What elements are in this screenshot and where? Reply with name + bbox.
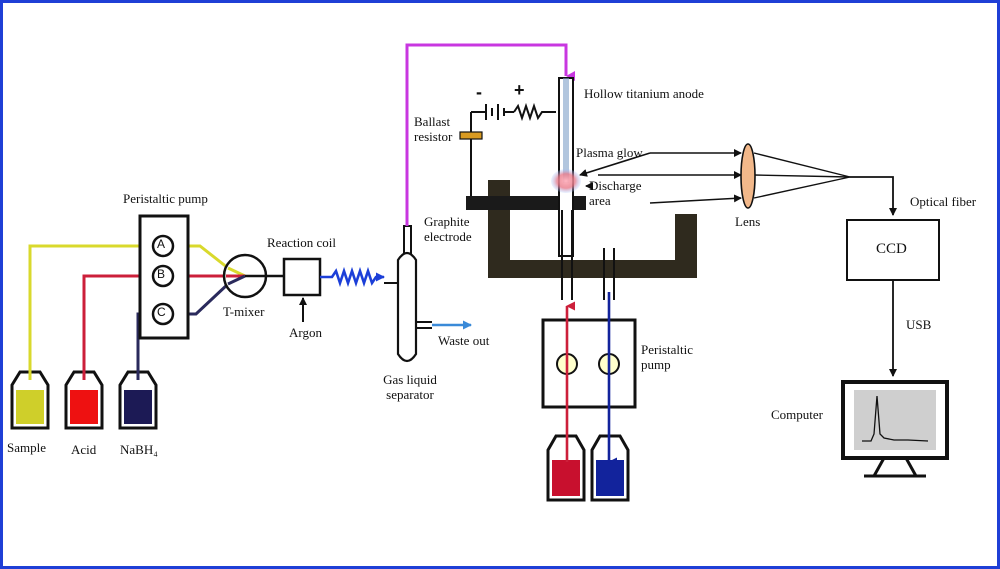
reaction-coil-label: Reaction coil <box>267 235 336 250</box>
minus-sign: - <box>476 82 482 102</box>
plus-sign: + <box>514 80 525 100</box>
reaction-coil <box>320 266 385 288</box>
port-a-label: A <box>157 237 166 251</box>
lens-label: Lens <box>735 214 761 229</box>
ccd-box <box>846 219 940 281</box>
blue-waste-reservoir <box>590 434 630 502</box>
t-mixer-label: T-mixer <box>223 304 265 319</box>
peristaltic-pump-left-label: Peristaltic pump <box>123 191 208 206</box>
red-electrolyte-reservoir <box>546 434 586 502</box>
usb-label: USB <box>906 317 932 332</box>
argon-label: Argon <box>289 325 322 340</box>
optical-fiber-label: Optical fiber <box>910 194 977 209</box>
pump-port-a <box>151 234 175 258</box>
nabh4-reservoir <box>118 370 158 430</box>
lens <box>740 143 756 209</box>
waste-out-label: Waste out <box>438 333 490 348</box>
gas-transfer-line <box>405 43 575 226</box>
port-c-label: C <box>157 305 166 319</box>
plasma-glow <box>551 169 581 193</box>
computer-monitor <box>841 380 949 478</box>
capillary-tubes <box>561 210 615 300</box>
argon-inlet-box <box>282 257 322 297</box>
ccd-label: CCD <box>876 241 907 257</box>
peristaltic-pump-right-label: Peristaltic pump <box>641 342 693 372</box>
power-supply-circuit <box>470 102 556 196</box>
optical-rays <box>598 149 897 216</box>
sample-label: Sample <box>7 440 46 455</box>
gas-liquid-separator <box>384 225 472 363</box>
plasma-glow-arrow <box>579 152 651 177</box>
t-mixer <box>222 253 268 299</box>
pump-port-c <box>151 302 175 326</box>
ballast-resistor <box>459 131 483 140</box>
graphite-electrode-label: Graphite electrode <box>424 214 472 244</box>
acid-reservoir <box>64 370 104 430</box>
acid-label: Acid <box>71 442 97 457</box>
acid-tube <box>82 274 228 380</box>
computer-label: Computer <box>771 407 823 422</box>
hollow-titanium-anode-label: Hollow titanium anode <box>584 86 704 101</box>
ballast-resistor-label: Ballast resistor <box>414 114 453 144</box>
port-b-label: B <box>157 267 166 281</box>
graphite-electrode <box>466 180 697 278</box>
plasma-glow-label: Plasma glow <box>576 145 643 160</box>
nabh4-label: NaBH₄ <box>120 442 158 457</box>
sample-reservoir <box>10 370 50 430</box>
gas-liquid-separator-label: Gas liquid separator <box>383 372 437 402</box>
discharge-area-label: Discharge area <box>589 178 642 208</box>
pump-port-b <box>151 264 175 288</box>
